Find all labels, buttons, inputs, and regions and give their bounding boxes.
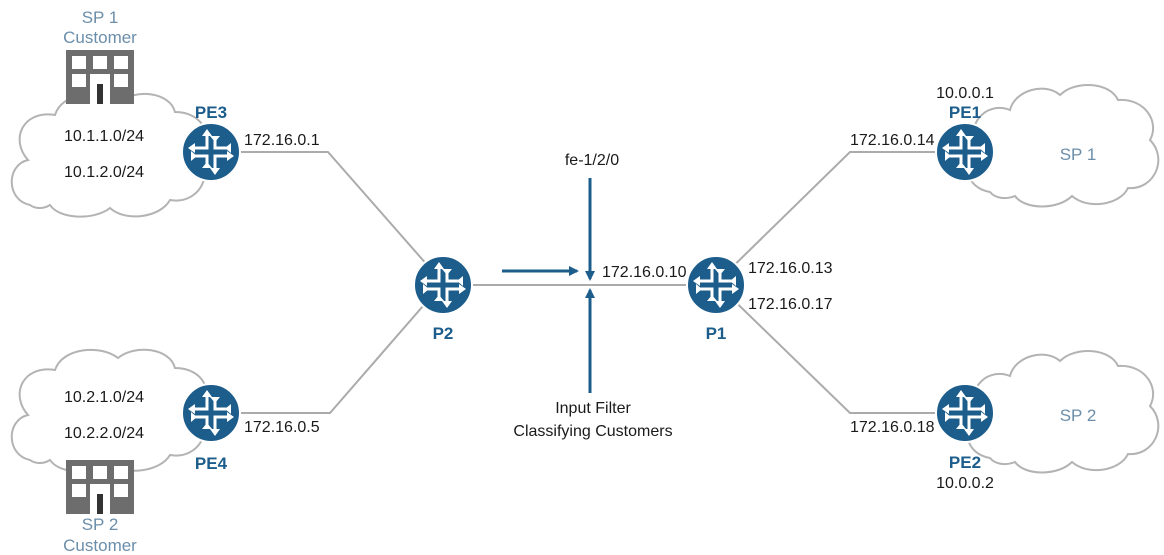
prefix-10-1-1-0: 10.1.1.0/24 <box>64 128 144 145</box>
pe1-label: PE1 <box>949 103 981 122</box>
filter-interface-name: fe-1/2/0 <box>565 152 619 169</box>
link-p1-pe2 <box>715 282 965 414</box>
pe4-router-icon[interactable] <box>180 382 242 444</box>
sp2-customer-cloud <box>10 348 208 473</box>
link-pe3-p2 <box>240 151 444 284</box>
sp1-cloud-label: SP 1 <box>1060 145 1097 164</box>
sp2-customer-label-line2: Customer <box>63 536 137 555</box>
pe4-interface-address: 172.16.0.5 <box>244 419 320 436</box>
sp2-cloud <box>966 349 1160 474</box>
sp1-customer-label-line2: Customer <box>63 28 137 47</box>
pe2-loopback: 10.0.0.2 <box>936 475 994 492</box>
prefix-10-2-1-0: 10.2.1.0/24 <box>64 389 144 406</box>
sp2-customer-building-icon <box>66 460 134 514</box>
p1-router-icon[interactable] <box>685 254 747 316</box>
sp1-customer-cloud <box>10 92 208 218</box>
pe2-label: PE2 <box>949 453 981 472</box>
p1-west-interface-address: 172.16.0.10 <box>602 264 687 281</box>
sp2-cloud-label: SP 2 <box>1060 406 1097 425</box>
p1-ne-interface-address: 172.16.0.13 <box>748 260 833 277</box>
sp1-cloud <box>966 83 1160 208</box>
p1-label: P1 <box>706 324 727 343</box>
sp1-customer-label-line1: SP 1 <box>82 8 119 27</box>
pe4-label: PE4 <box>195 454 228 473</box>
p2-label: P2 <box>433 324 454 343</box>
link-pe4-p2 <box>240 282 444 414</box>
pe3-interface-address: 172.16.0.1 <box>244 132 320 149</box>
pe3-router-icon[interactable] <box>180 121 242 183</box>
pe1-loopback: 10.0.0.1 <box>936 85 994 102</box>
prefix-10-1-2-0: 10.1.2.0/24 <box>64 164 144 181</box>
prefix-10-2-2-0: 10.2.2.0/24 <box>64 425 144 442</box>
p2-router-icon[interactable] <box>412 254 474 316</box>
pe1-router-icon[interactable] <box>934 121 996 183</box>
filter-annotation-line1: Input Filter <box>555 400 631 417</box>
sp2-customer-label-line1: SP 2 <box>82 515 119 534</box>
link-p1-pe1 <box>715 151 965 284</box>
pe1-interface-address: 172.16.0.14 <box>850 132 935 149</box>
pe2-router-icon[interactable] <box>934 382 996 444</box>
sp1-customer-building-icon <box>66 50 134 104</box>
filter-annotation-line2: Classifying Customers <box>513 423 672 440</box>
p1-se-interface-address: 172.16.0.17 <box>748 296 833 313</box>
pe2-interface-address: 172.16.0.18 <box>850 419 935 436</box>
pe3-label: PE3 <box>195 103 227 122</box>
